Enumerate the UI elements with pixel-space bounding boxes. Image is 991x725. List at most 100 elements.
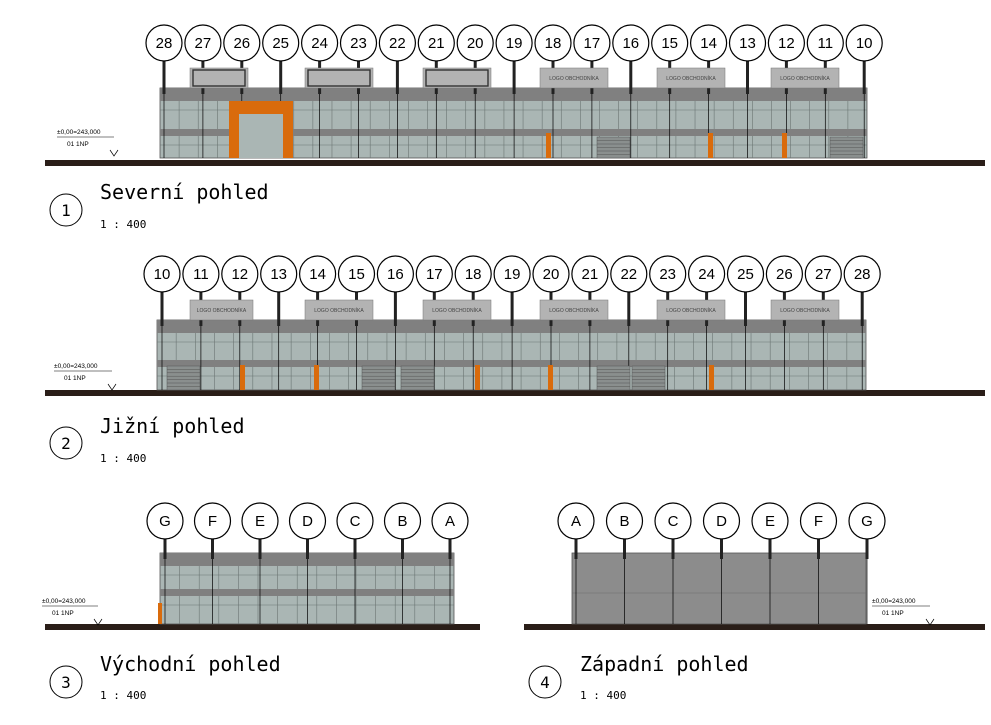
grid-label-12: 12 <box>778 35 795 52</box>
grid-bubble <box>689 24 728 62</box>
grid-bubble <box>493 255 531 293</box>
grid-bubble <box>726 255 765 293</box>
grid-label-12: 12 <box>231 266 248 283</box>
view-number-circle <box>49 665 83 699</box>
view-number-circle <box>528 665 562 699</box>
attic-band <box>157 320 866 333</box>
grid-bubble <box>534 24 572 62</box>
grid-bubble <box>806 24 844 62</box>
garage-door <box>596 365 631 391</box>
grid-bubble <box>848 502 886 540</box>
view-title: Jižní pohled <box>100 414 245 438</box>
ground-line <box>524 624 985 630</box>
door-accent <box>240 365 245 390</box>
grid-label-27: 27 <box>195 35 212 52</box>
logo-text: LOGO OBCHODNÍKA <box>549 307 599 314</box>
grid-label-22: 22 <box>620 266 637 283</box>
grid-bubble <box>184 24 222 62</box>
grid-bubble <box>378 24 416 62</box>
view-title: Východní pohled <box>100 652 281 676</box>
grid-bubble <box>143 255 181 293</box>
grid-label-14: 14 <box>309 266 326 283</box>
grid-bubble <box>799 502 838 540</box>
grid-bubble <box>557 502 595 540</box>
grid-label-19: 19 <box>506 35 523 52</box>
grid-label-20: 20 <box>543 266 560 283</box>
view-number-circle <box>49 426 83 460</box>
logo-text: LOGO OBCHODNÍKA <box>780 75 830 82</box>
logo-frame <box>425 69 489 87</box>
door-accent <box>546 133 551 158</box>
ground-line <box>45 624 480 630</box>
grid-label-18: 18 <box>465 266 482 283</box>
view-scale: 1 : 400 <box>580 689 626 702</box>
grid-label-13: 13 <box>270 266 287 283</box>
logo-panel <box>189 299 254 321</box>
door-accent <box>475 365 480 390</box>
grid-label-D: D <box>716 513 727 530</box>
logo-panel <box>656 299 726 321</box>
view-number: 4 <box>540 673 550 692</box>
grid-label-B: B <box>397 513 407 530</box>
grid-bubble <box>454 255 492 293</box>
attic-band <box>160 88 867 101</box>
grid-label-G: G <box>861 513 873 530</box>
grid-label-21: 21 <box>428 35 445 52</box>
grid-bubble <box>751 502 789 540</box>
view-title: Severní pohled <box>100 180 269 204</box>
level-marker <box>109 149 119 157</box>
attic-band <box>160 553 454 566</box>
grid-label-26: 26 <box>776 266 793 283</box>
logo-text: LOGO OBCHODNÍKA <box>432 307 482 314</box>
floor-band <box>157 360 866 367</box>
grid-label-21: 21 <box>582 266 599 283</box>
grid-label-25: 25 <box>272 35 289 52</box>
grid-label-10: 10 <box>856 35 873 52</box>
grid-label-28: 28 <box>854 266 871 283</box>
grid-label-E: E <box>765 513 775 530</box>
grid-bubble <box>383 502 422 540</box>
entrance-portal <box>229 101 293 158</box>
grid-label-C: C <box>350 513 361 530</box>
grid-bubble <box>605 502 644 540</box>
ground-line <box>45 390 985 396</box>
grid-label-10: 10 <box>154 266 171 283</box>
grid-label-18: 18 <box>545 35 562 52</box>
logo-panel <box>304 299 374 321</box>
grid-bubble <box>728 24 767 62</box>
grid-label-27: 27 <box>815 266 832 283</box>
grid-label-11: 11 <box>818 35 834 52</box>
door-accent <box>708 133 713 158</box>
grid-bubble <box>804 255 842 293</box>
logo-panel <box>189 67 249 89</box>
logo-panel <box>656 67 726 89</box>
grid-bubble <box>193 502 232 540</box>
logo-text: LOGO OBCHODNÍKA <box>666 307 716 314</box>
grid-label-24: 24 <box>698 266 715 283</box>
grid-bubble <box>146 502 184 540</box>
level-name: 01 1NP <box>882 610 904 617</box>
garage-panel <box>631 365 666 391</box>
grid-bubble <box>610 255 648 293</box>
logo-text: LOGO OBCHODNÍKA <box>666 75 716 82</box>
level-elevation: ±0,00=243,000 <box>57 129 101 136</box>
view-scale: 1 : 400 <box>100 452 146 465</box>
grid-label-16: 16 <box>622 35 639 52</box>
grid-bubble <box>339 24 378 62</box>
grid-bubble <box>299 255 337 293</box>
grid-bubble <box>767 24 806 62</box>
grid-bubble <box>336 502 374 540</box>
grid-bubble <box>765 255 804 293</box>
grid-bubble <box>612 24 650 62</box>
grid-bubble <box>145 24 183 62</box>
grid-bubble <box>288 502 327 540</box>
grid-label-28: 28 <box>156 35 173 52</box>
ground-line <box>45 160 985 166</box>
facade-body <box>571 552 867 625</box>
grid-label-15: 15 <box>348 266 365 283</box>
level-name: 01 1NP <box>67 141 89 148</box>
level-marker <box>93 618 103 626</box>
logo-panel <box>539 299 609 321</box>
